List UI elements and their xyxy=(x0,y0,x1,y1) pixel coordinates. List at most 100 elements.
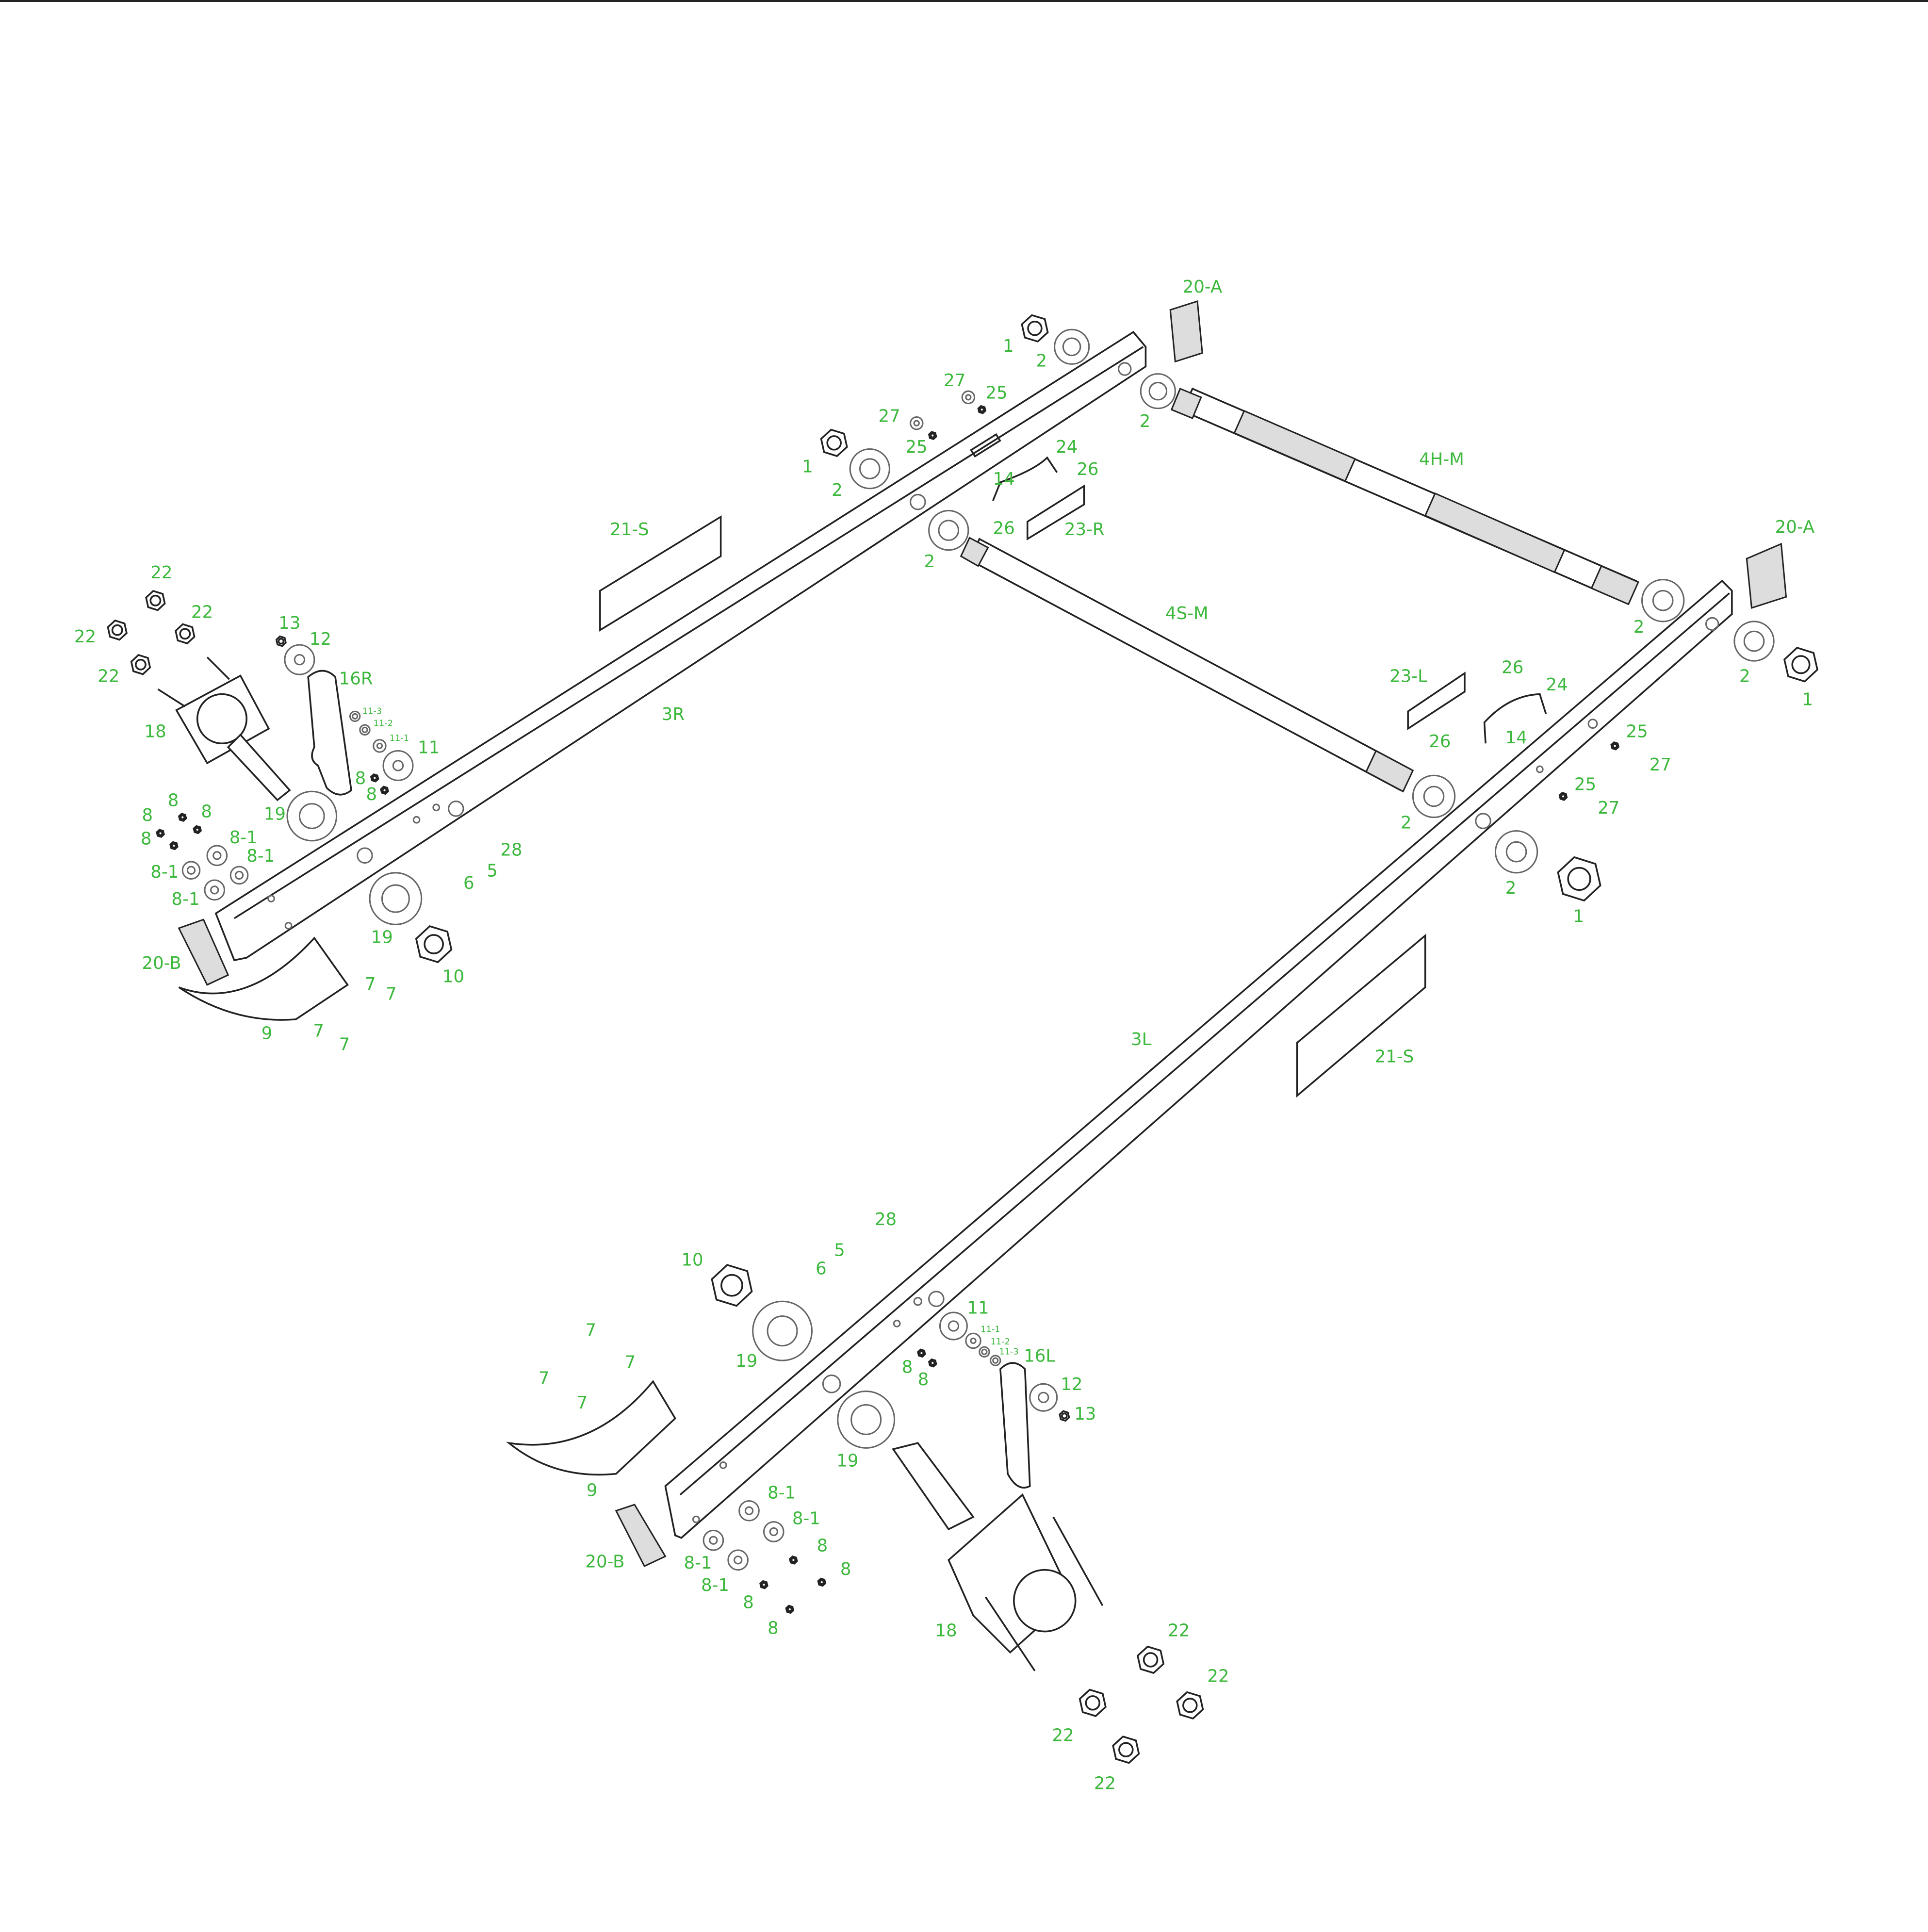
washer xyxy=(1494,830,1538,874)
washer xyxy=(1054,328,1090,365)
callout-6: 6 xyxy=(463,873,474,893)
axle-4S-M xyxy=(960,537,1414,793)
callout-20-b: 20-B xyxy=(585,1552,624,1572)
rail-3L xyxy=(664,579,1733,1539)
callout-19: 19 xyxy=(264,804,286,824)
washer xyxy=(284,644,315,675)
hex-nut xyxy=(107,619,128,641)
nut-bore xyxy=(135,658,147,671)
nut-bore xyxy=(930,433,935,439)
callout-26: 26 xyxy=(1429,732,1451,752)
washer xyxy=(763,1521,784,1542)
callout-8: 8 xyxy=(817,1536,828,1556)
callout-24: 24 xyxy=(1546,675,1568,695)
washer xyxy=(769,1527,778,1537)
callout-1: 1 xyxy=(802,457,813,477)
callout-8: 8 xyxy=(201,802,212,822)
washer xyxy=(352,713,359,720)
callout-2: 2 xyxy=(1036,351,1047,371)
callout-8: 8 xyxy=(355,769,366,788)
hex-nut xyxy=(145,589,166,611)
callout-8-1: 8-1 xyxy=(150,862,179,882)
washer xyxy=(392,760,404,771)
callout-1: 1 xyxy=(1003,336,1014,356)
nut-bore xyxy=(787,1606,793,1612)
washer xyxy=(938,520,960,541)
callout-7: 7 xyxy=(339,1034,350,1054)
callout-22: 22 xyxy=(74,627,96,647)
washer xyxy=(373,739,387,753)
nut-bore xyxy=(381,787,388,793)
washer xyxy=(767,1315,798,1347)
callout-27: 27 xyxy=(944,371,965,391)
nut-bore xyxy=(819,1579,825,1585)
washer xyxy=(1148,381,1168,401)
spindle-18-right xyxy=(157,656,291,802)
washer xyxy=(234,870,244,880)
callout-19: 19 xyxy=(371,927,393,947)
callout-11: 11 xyxy=(967,1298,989,1318)
washer xyxy=(727,1549,749,1571)
washer xyxy=(1029,1383,1058,1412)
callout-25: 25 xyxy=(1626,722,1648,742)
callout-19: 19 xyxy=(735,1351,757,1371)
callout-2: 2 xyxy=(1634,617,1645,637)
hex-nut xyxy=(1021,314,1049,343)
hex-nut xyxy=(711,1264,753,1307)
callout-14: 14 xyxy=(1505,728,1527,748)
washer xyxy=(910,416,924,430)
nut-bore xyxy=(1085,1695,1101,1711)
hex-nut xyxy=(820,428,848,457)
callout-11-2: 11-2 xyxy=(991,1337,1010,1347)
callout-13: 13 xyxy=(278,613,300,633)
callout-22: 22 xyxy=(191,602,213,622)
washer xyxy=(1652,589,1674,611)
callout-8: 8 xyxy=(840,1559,851,1579)
brackets xyxy=(178,300,1787,1568)
callout-2: 2 xyxy=(1739,666,1750,686)
nut-bore xyxy=(111,624,123,636)
callout-9: 9 xyxy=(587,1480,598,1500)
nut-bore xyxy=(761,1582,767,1588)
callout-8-1: 8-1 xyxy=(171,889,199,909)
callout-11-2: 11-2 xyxy=(374,719,393,729)
callout-11-3: 11-3 xyxy=(362,706,382,716)
callout-8-1: 8-1 xyxy=(768,1483,796,1503)
washer xyxy=(970,1337,977,1344)
washer xyxy=(382,750,414,781)
nut-bore xyxy=(372,775,377,781)
callout-12: 12 xyxy=(310,629,331,649)
nut-bore xyxy=(790,1557,796,1563)
hex-nut xyxy=(175,623,196,645)
washer xyxy=(206,845,228,867)
nut-bore xyxy=(1143,1652,1159,1668)
washer xyxy=(849,448,890,490)
callout-21-s: 21-S xyxy=(610,520,649,540)
washer xyxy=(181,861,201,880)
callout-8: 8 xyxy=(141,829,152,849)
callout-20-a: 20-A xyxy=(1183,277,1223,297)
washer xyxy=(738,1500,760,1522)
washer xyxy=(752,1300,813,1361)
callout-27: 27 xyxy=(879,407,900,426)
washer xyxy=(286,790,338,842)
callout-8: 8 xyxy=(918,1370,929,1390)
hex-nut xyxy=(1078,1688,1107,1717)
callout-8-1: 8-1 xyxy=(684,1553,712,1573)
callout-8-1: 8-1 xyxy=(229,828,258,848)
nut-bore xyxy=(1560,793,1566,799)
callout-26: 26 xyxy=(1502,658,1523,678)
callout-3r: 3R xyxy=(662,704,685,724)
nut-bore xyxy=(979,407,985,412)
washer xyxy=(210,885,219,895)
washer xyxy=(369,872,423,925)
callout-23-r: 23-R xyxy=(1064,520,1105,540)
callout-8: 8 xyxy=(902,1357,913,1377)
callout-2: 2 xyxy=(832,480,843,500)
washer xyxy=(1140,373,1176,409)
washer xyxy=(734,1555,743,1565)
callout-11-1: 11-1 xyxy=(390,734,409,743)
callout-25: 25 xyxy=(1574,775,1596,795)
